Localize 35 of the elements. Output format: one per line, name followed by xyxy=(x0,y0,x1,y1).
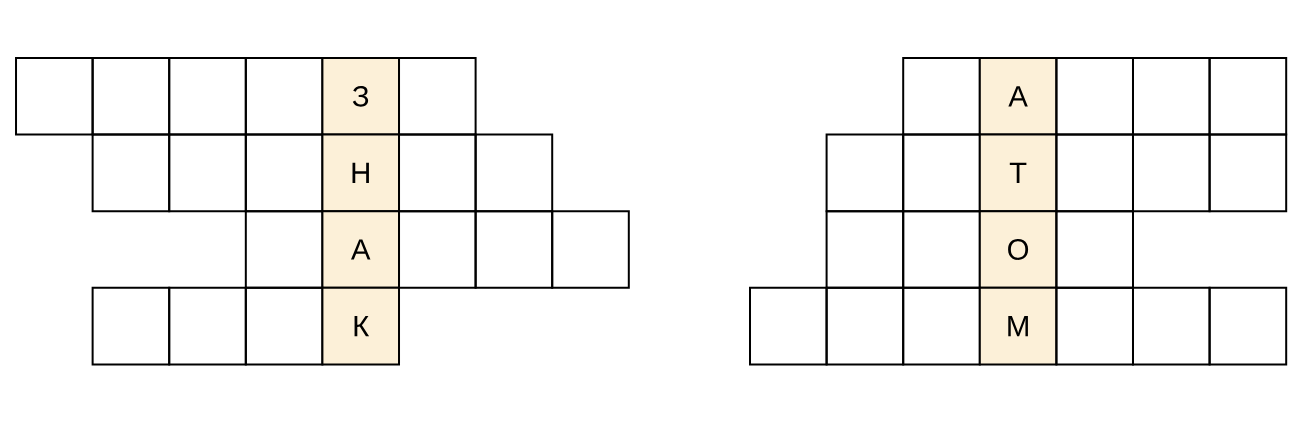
crossword-cell xyxy=(1055,286,1134,366)
crossword-cell xyxy=(1208,57,1288,136)
crossword-cell xyxy=(91,286,171,366)
crossword-cell xyxy=(398,133,477,213)
letter-cell: Н xyxy=(321,133,400,213)
crossword-cell xyxy=(398,57,477,136)
crossword-cell xyxy=(749,286,828,366)
letter-cell: О xyxy=(978,210,1058,289)
crossword-cell xyxy=(474,133,554,213)
letter-cell: З xyxy=(321,57,400,136)
crossword-cell xyxy=(91,57,171,136)
letter-cell: М xyxy=(978,286,1058,366)
crossword-cell xyxy=(1132,286,1211,366)
letter-cell: А xyxy=(321,210,400,289)
crossword-cell xyxy=(1132,133,1211,213)
crossword-cell xyxy=(825,210,905,289)
crossword-cell xyxy=(1208,286,1288,366)
crossword-cell xyxy=(1055,57,1134,136)
letter-cell: К xyxy=(321,286,400,366)
crossword-cell xyxy=(168,133,247,213)
letter-cell: Т xyxy=(978,133,1058,213)
crossword-cell xyxy=(168,286,247,366)
crossword-cell xyxy=(168,57,247,136)
crossword-cell xyxy=(1208,133,1288,213)
crossword-cell xyxy=(1055,133,1134,213)
letter-cell: А xyxy=(978,57,1058,136)
crossword-cell xyxy=(825,286,905,366)
crossword-cell xyxy=(1132,57,1211,136)
crossword-cell xyxy=(15,57,94,136)
crossword-cell xyxy=(91,133,171,213)
crossword-cell xyxy=(551,210,630,289)
crossword-cell xyxy=(474,210,554,289)
crossword-cell xyxy=(398,210,477,289)
crossword-cell xyxy=(1055,210,1134,289)
crossword-cell xyxy=(825,133,905,213)
